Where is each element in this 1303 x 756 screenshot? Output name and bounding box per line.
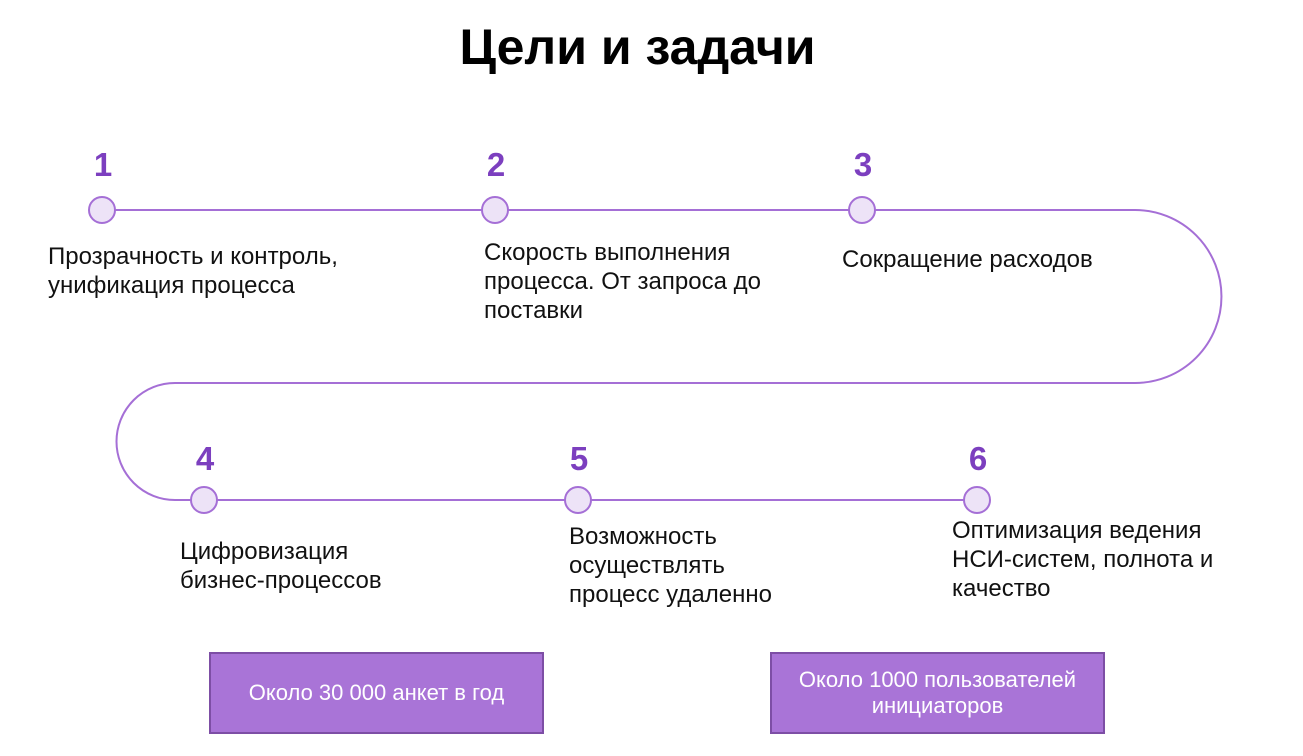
stat-box-applications: Около 30 000 анкет в год <box>209 652 544 734</box>
page-title: Цели и задачи <box>459 19 816 75</box>
step-text-5: Возможность осуществлять процесс удаленн… <box>569 523 772 608</box>
node-2 <box>481 196 509 224</box>
step-text-3: Сокращение расходов <box>842 246 1093 273</box>
node-5 <box>564 486 592 514</box>
step-number-6: 6 <box>968 440 988 477</box>
step-text-1: Прозрачность и контроль, унификация проц… <box>48 243 338 299</box>
node-1 <box>88 196 116 224</box>
node-6 <box>963 486 991 514</box>
step-number-3: 3 <box>853 146 873 183</box>
step-number-4: 4 <box>195 440 215 477</box>
step-text-2: Скорость выполнения процесса. От запроса… <box>484 239 761 324</box>
timeline-line <box>102 209 1223 501</box>
step-number-1: 1 <box>93 146 113 183</box>
step-text-6: Оптимизация ведения НСИ-систем, полнота … <box>952 517 1214 602</box>
step-number-2: 2 <box>486 146 506 183</box>
node-4 <box>190 486 218 514</box>
step-number-5: 5 <box>569 440 589 477</box>
step-text-4: Цифровизация бизнес-процессов <box>180 538 382 594</box>
node-3 <box>848 196 876 224</box>
stat-box-users: Около 1000 пользователей инициаторов <box>770 652 1105 734</box>
